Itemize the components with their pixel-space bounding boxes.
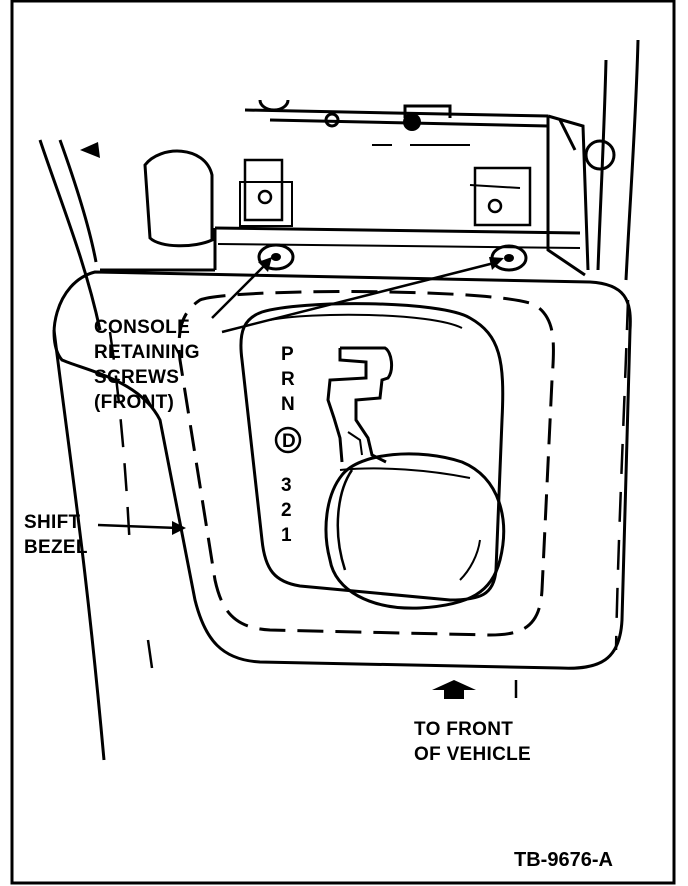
gear-n: N [281,394,295,415]
figure-code: TB-9676-A [514,849,613,871]
leader-line-right-screw [221,260,499,334]
label-of-vehicle: OF VEHICLE [414,744,531,765]
shift-bezel-label: SHIFT BEZEL [24,512,88,558]
console-side-walls [38,39,640,761]
gear-1: 1 [281,525,292,546]
gear-d: D [282,431,296,452]
to-front-of-vehicle-label: TO FRONT OF VEHICLE [414,719,531,765]
arrowhead-left-screw [258,257,272,272]
label-to-front: TO FRONT [414,719,513,740]
label-line-1: CONSOLE [94,317,190,338]
label-line-2: RETAINING [94,342,200,363]
console-retaining-screws-label: CONSOLE RETAINING SCREWS (FRONT) [94,317,200,413]
gear-2: 2 [281,500,292,521]
leader-line-left-screw [211,261,269,319]
gear-3: 3 [281,475,292,496]
console-retaining-screw-left [257,243,295,271]
label-line-3: SCREWS [94,367,179,388]
gear-d-circle [274,426,302,454]
shift-knob [324,452,506,610]
console-bracket-assembly [100,104,590,277]
leader-lines [97,260,499,530]
arrowhead-shift-bezel [172,521,186,535]
gear-p: P [281,344,294,365]
shift-bezel [52,270,632,670]
gear-indicator: P R N D 3 2 1 [274,344,302,546]
shift-bezel-dashed-line-lower [146,639,154,669]
label-bezel: BEZEL [24,537,88,558]
bolts [80,99,616,214]
shift-bezel-inner-edge [177,290,555,637]
gear-r: R [281,369,295,390]
shift-bezel-dashed-line-left [108,331,132,551]
label-shift: SHIFT [24,512,80,533]
console-opening [143,149,214,248]
leader-line-shift-bezel [97,523,179,530]
shift-gate-inner [269,313,463,329]
front-direction-arrow-shaft [444,689,464,699]
front-direction-arrow-icon [432,680,476,690]
arrowhead-right-screw [489,257,504,270]
label-line-4: (FRONT) [94,392,174,413]
shift-lever [326,346,394,464]
figure-border [10,0,676,885]
